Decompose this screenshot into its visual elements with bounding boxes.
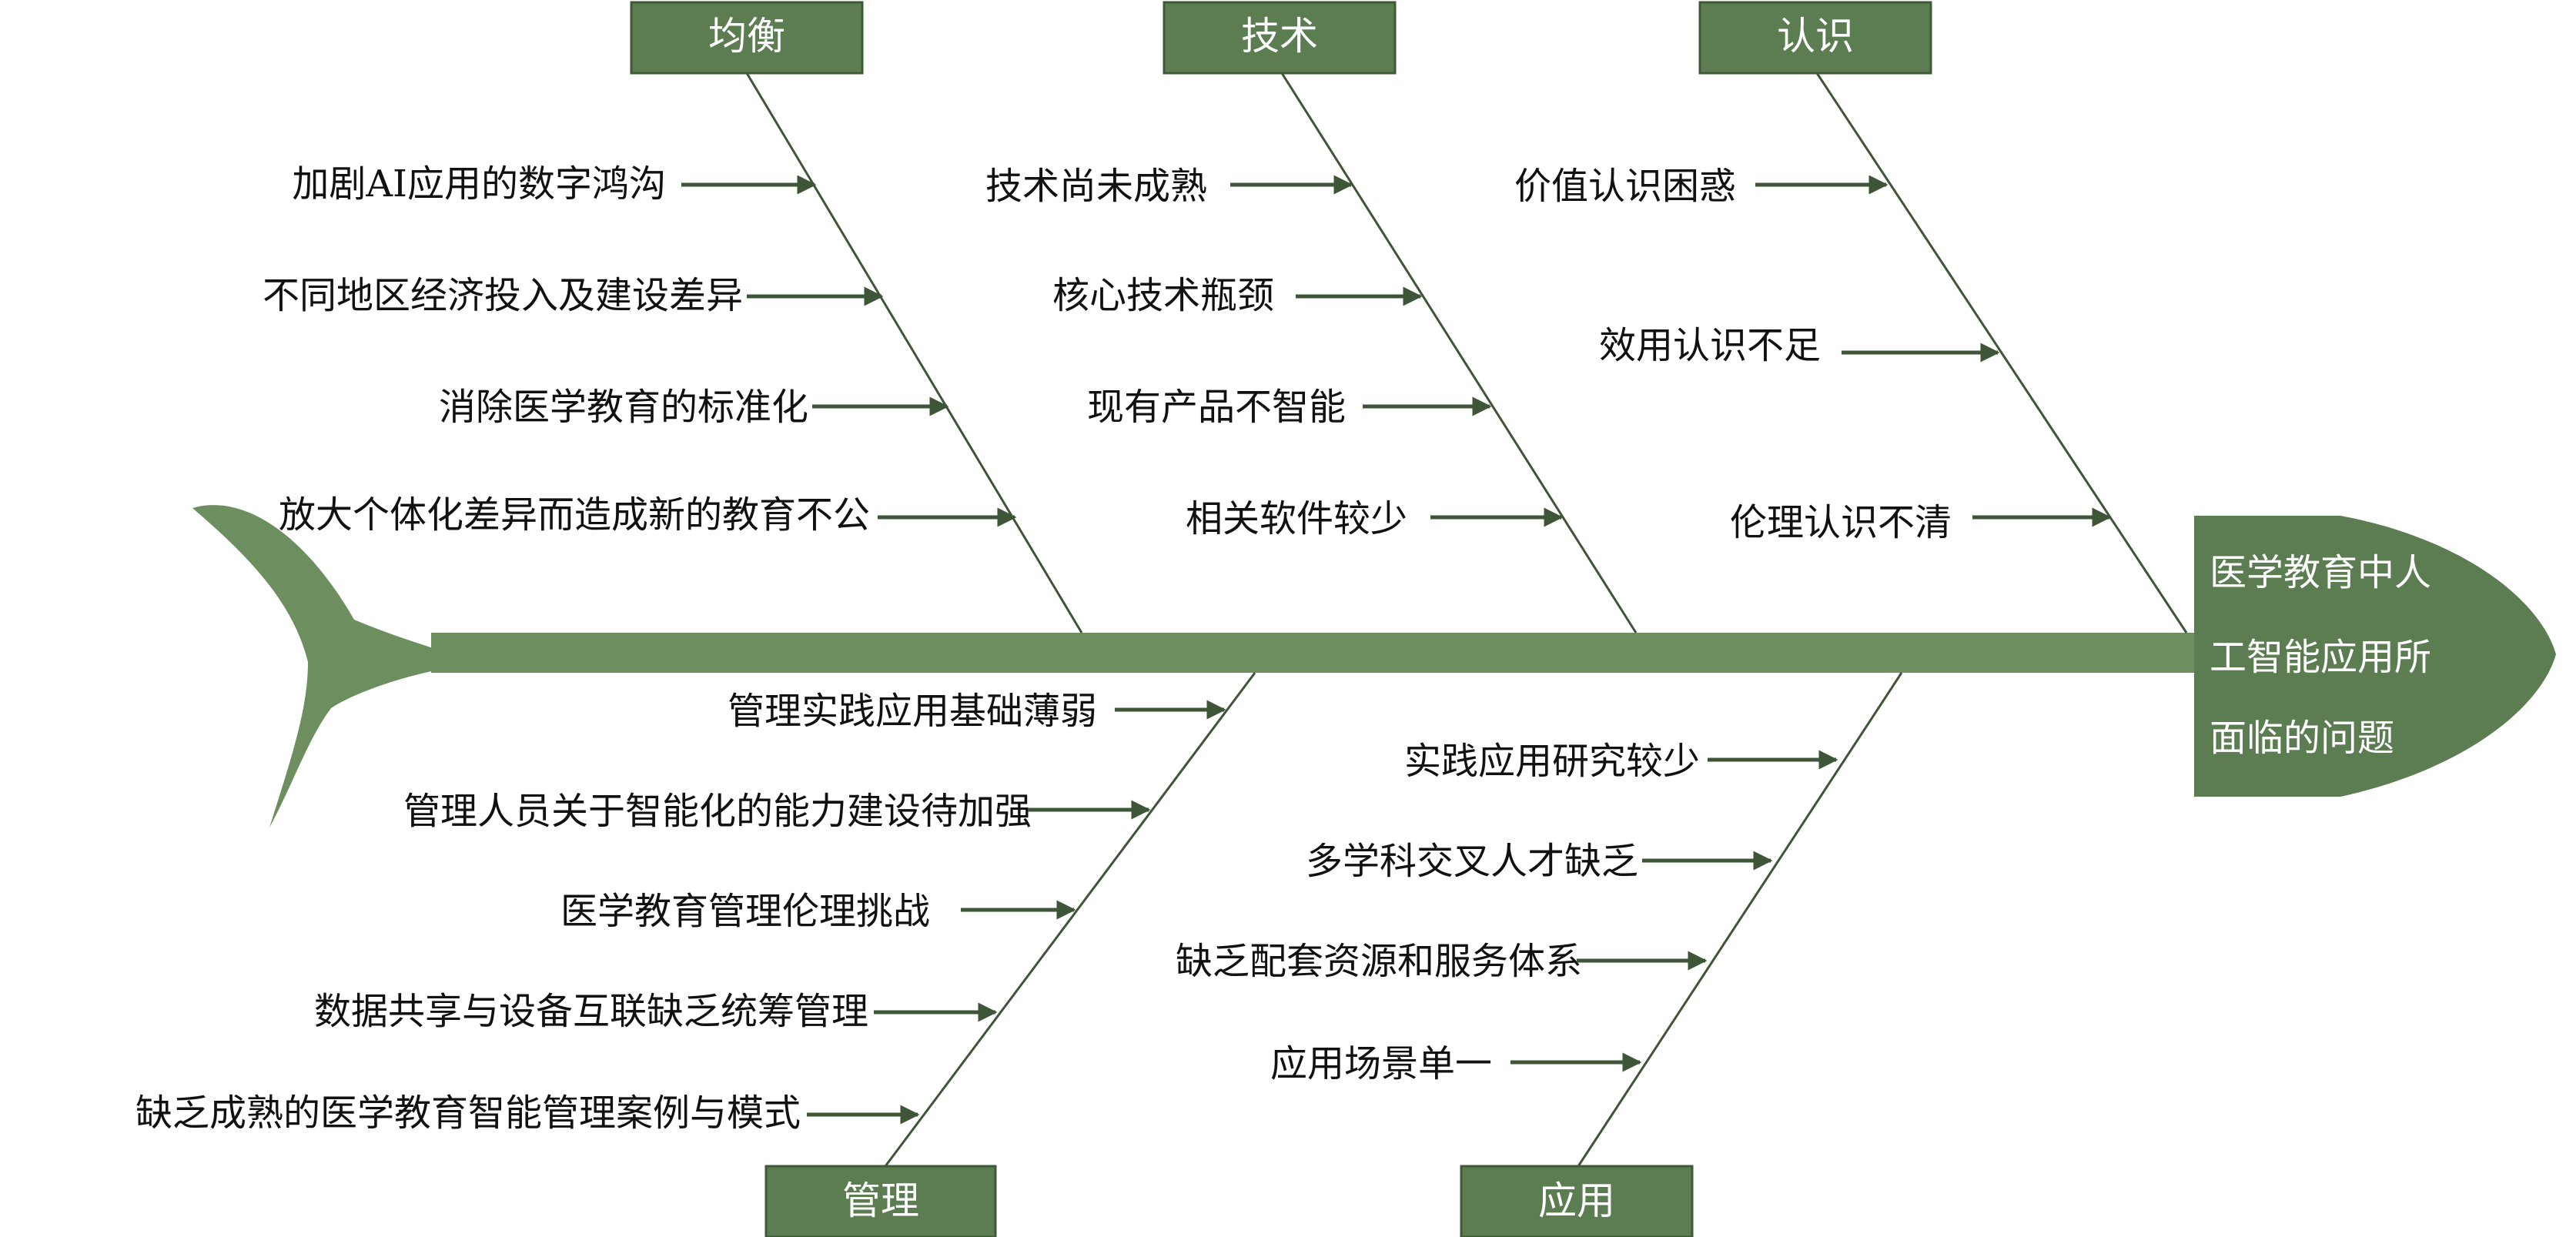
- cause-management-3: 医学教育管理伦理挑战: [560, 890, 930, 933]
- fish-head: [2194, 516, 2556, 797]
- cause-technology-4: 相关软件较少: [1186, 497, 1407, 540]
- cause-balance-4: 放大个体化差异而造成新的教育不公: [279, 493, 870, 537]
- cause-application-1: 实践应用研究较少: [1404, 740, 1700, 783]
- category-label-balance: 均衡: [708, 14, 785, 59]
- problem-line-1: 医学教育中人: [2210, 551, 2431, 594]
- category-label-application: 应用: [1538, 1178, 1615, 1223]
- cause-cognition-3: 伦理认识不清: [1730, 501, 1952, 544]
- cause-technology-3: 现有产品不智能: [1087, 386, 1346, 429]
- cause-management-5: 缺乏成熟的医学教育智能管理案例与模式: [135, 1092, 801, 1135]
- category-box-cognition: [1698, 1, 1932, 75]
- category-management: 管理 管理实践应用基础薄弱 管理人员关于智能化的能力建设待加强 医学教育管理伦理…: [135, 672, 1256, 1237]
- bone-application: [1577, 672, 1903, 1167]
- category-balance: 均衡 加剧AI应用的数字鸿沟 不同地区经济投入及建设差异 消除医学教育的标准化 …: [263, 1, 1083, 634]
- fish-tail: [192, 505, 439, 827]
- category-technology: 技术 技术尚未成熟 核心技术瓶颈 现有产品不智能 相关软件较少: [985, 1, 1638, 634]
- category-label-management: 管理: [842, 1178, 919, 1223]
- category-box-management: [764, 1165, 997, 1237]
- cause-balance-2: 不同地区经济投入及建设差异: [263, 274, 743, 317]
- cause-cognition-1: 价值认识困惑: [1514, 165, 1736, 208]
- problem-line-2: 工智能应用所: [2210, 636, 2431, 679]
- category-application: 应用 实践应用研究较少 多学科交叉人才缺乏 缺乏配套资源和服务体系 应用场景单一: [1176, 672, 1903, 1237]
- cause-management-1: 管理实践应用基础薄弱: [728, 690, 1097, 733]
- category-box-balance: [630, 1, 864, 75]
- cause-technology-2: 核心技术瓶颈: [1052, 274, 1274, 317]
- cause-technology-1: 技术尚未成熟: [985, 165, 1207, 208]
- cause-balance-3: 消除医学教育的标准化: [439, 386, 808, 429]
- bone-management: [884, 672, 1256, 1167]
- cause-application-2: 多学科交叉人才缺乏: [1306, 840, 1638, 883]
- cause-cognition-2: 效用认识不足: [1599, 324, 1821, 367]
- cause-management-2: 管理人员关于智能化的能力建设待加强: [403, 790, 1032, 833]
- category-box-technology: [1163, 1, 1397, 75]
- cause-application-3: 缺乏配套资源和服务体系: [1176, 940, 1582, 983]
- cause-application-4: 应用场景单一: [1270, 1042, 1492, 1085]
- category-cognition: 认识 价值认识困惑 效用认识不足 伦理认识不清: [1514, 1, 2188, 634]
- bone-cognition: [1815, 72, 2188, 634]
- fish-spine: [431, 633, 2210, 673]
- category-label-cognition: 认识: [1777, 14, 1854, 59]
- cause-balance-1: 加剧AI应用的数字鸿沟: [292, 162, 666, 206]
- problem-line-3: 面临的问题: [2210, 717, 2394, 760]
- category-label-technology: 技术: [1241, 14, 1318, 59]
- category-box-application: [1460, 1165, 1694, 1237]
- bone-balance: [745, 72, 1083, 634]
- cause-management-4: 数据共享与设备互联缺乏统筹管理: [314, 990, 868, 1033]
- bone-technology: [1280, 72, 1638, 634]
